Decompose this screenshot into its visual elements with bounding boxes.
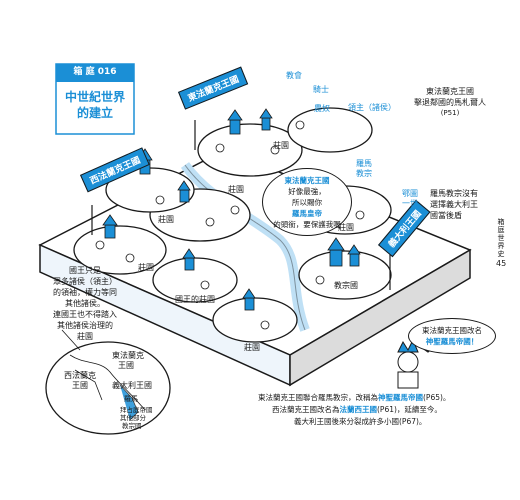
caption-line1-b: (P65)。: [423, 393, 451, 402]
map-byz-a: 拜占庭帝國: [120, 406, 153, 414]
bubble-pope-speech: 東法蘭克王國 好像最強， 所以賜你 羅馬皇帝 的頭銜，要保護我喔: [262, 168, 352, 236]
note-rome-1: 羅馬教宗沒有: [430, 189, 478, 198]
note-magyar-ref: (P51): [440, 109, 460, 117]
note-king-4: 其他諸侯。: [65, 299, 105, 308]
bubble-rename-speech: 東法蘭克王國改名 神聖羅馬帝國！: [408, 318, 496, 354]
caption-line2-b: (P61)，延續至今。: [377, 405, 442, 414]
bubble-pope-e: 的頭銜，要保護我喔: [273, 219, 341, 229]
bubble-rename-b: 神聖羅馬帝國！: [425, 337, 479, 346]
bubble-pope-a: 東法蘭克王國: [284, 175, 330, 185]
label-otto-1: 鄂圖: [402, 189, 418, 198]
bubble-rename-a: 東法蘭克王國改名: [422, 326, 482, 335]
map-byz-c: 教宗國: [122, 422, 142, 430]
label-manor-3: 莊園: [158, 215, 174, 224]
box-number-label: 箱 庭 016: [73, 67, 117, 77]
map-italy: 義大利王國: [112, 381, 152, 390]
label-manor-6: 莊園: [244, 343, 260, 352]
caption-line1-a: 東法蘭克王國聯合羅馬教宗，改稱為: [258, 393, 378, 402]
map-byz-b: 其他部分: [120, 414, 146, 422]
label-pope-1: 羅馬: [356, 159, 372, 168]
note-rome-3: 國當後盾: [430, 211, 462, 220]
label-lord: 領主（諸侯）: [348, 103, 396, 112]
caption-line-1: 東法蘭克王國聯合羅馬教宗，改稱為神聖羅馬帝國(P65)。: [258, 392, 450, 403]
label-manor-1: 莊園: [273, 141, 289, 150]
note-king-7: 莊園: [77, 332, 93, 341]
label-papal-state: 教宗國: [334, 281, 358, 290]
bubble-pope-b: 好像最強，: [288, 186, 326, 196]
label-otto-2: 一世: [402, 199, 418, 208]
caption-line-3: 義大利王國後來分裂成許多小國(P67)。: [294, 417, 427, 426]
map-west-2: 王國: [72, 381, 88, 390]
label-pope-2: 教宗: [356, 169, 372, 178]
label-knight: 騎士: [313, 85, 329, 94]
note-king-5: 連國王也不得踏入: [53, 310, 117, 319]
label-manor-7: 莊園: [338, 223, 354, 232]
note-king-1: 國王只是: [69, 266, 101, 275]
label-church: 教會: [286, 71, 302, 80]
side-tab-label: 箱庭世界史: [497, 218, 505, 258]
bubble-pope-d: 羅馬皇帝: [292, 208, 322, 218]
map-east-2: 王國: [118, 361, 134, 370]
note-rome-2: 選擇義大利王: [430, 200, 478, 209]
note-king-6: 其他諸侯治理的: [57, 321, 113, 330]
caption-line1-hl: 神聖羅馬帝國: [378, 393, 423, 402]
map-east-1: 東法蘭克: [112, 351, 144, 360]
note-magyar-2: 擊退鄰國的馬札爾人: [414, 98, 486, 107]
note-king-3: 的領袖，權力等同: [53, 288, 117, 297]
label-peasant: 農奴: [314, 104, 330, 113]
label-manor-4: 莊園: [138, 263, 154, 272]
caption-line2-a: 西法蘭克王國改名為: [272, 405, 340, 414]
page-title-line1: 中世紀世界: [64, 90, 125, 104]
bubble-pope-c: 所以賜你: [292, 197, 322, 207]
map-west-1: 西法蘭克: [64, 371, 96, 380]
label-royal-manor: 國王的莊園: [175, 295, 215, 304]
caption-line-2: 西法蘭克王國改名為法蘭西王國(P61)，延續至今。: [272, 404, 442, 415]
label-manor-2: 莊園: [228, 185, 244, 194]
page-number: 45: [496, 259, 507, 268]
caption-line2-hl: 法蘭西王國: [339, 405, 378, 414]
page-title-line2: 的建立: [76, 106, 113, 120]
map-rome: 羅馬: [124, 395, 138, 403]
note-king-2: 眾多諸侯（領主）: [53, 277, 117, 286]
note-magyar-1: 東法蘭克王國: [426, 87, 474, 96]
